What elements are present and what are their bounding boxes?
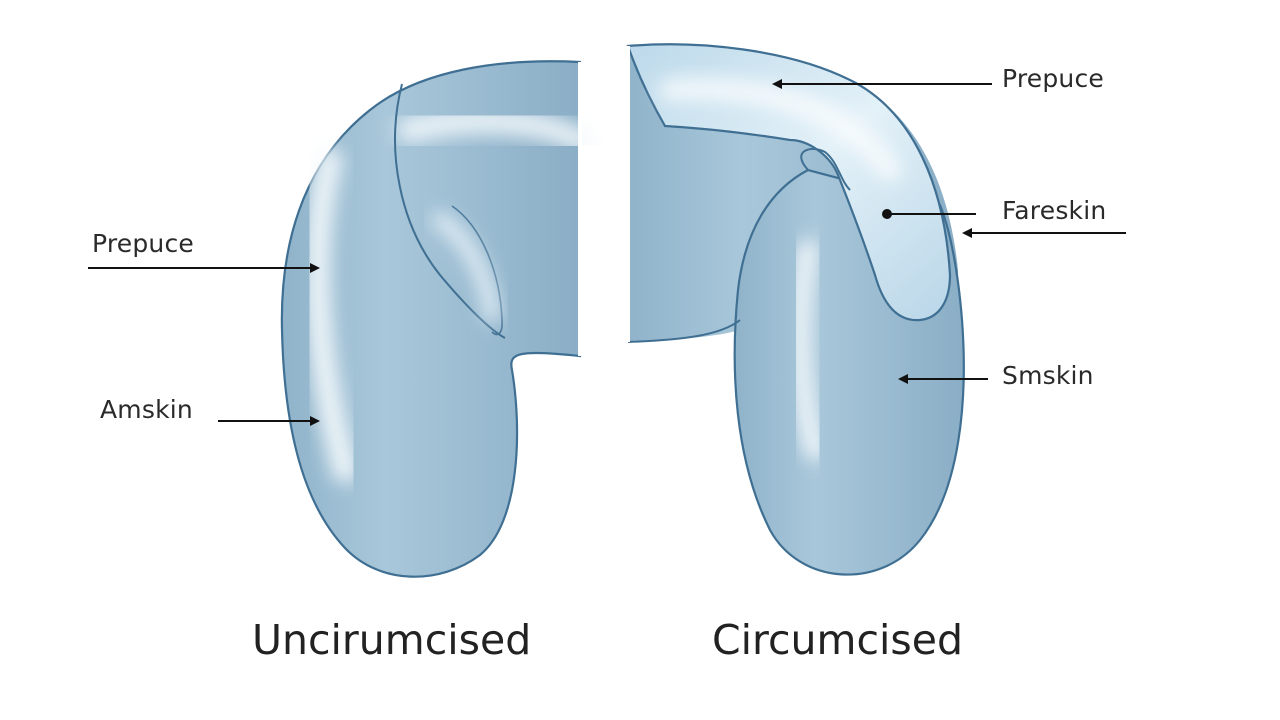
caption-uncircumcised: Uncirumcised xyxy=(252,616,532,664)
uncircumcised-prepuce-fold xyxy=(394,83,506,339)
leader-lines xyxy=(88,79,1126,426)
uncircumcised-shape xyxy=(280,60,593,578)
uncircumcised-body xyxy=(280,60,582,578)
label-right-smskin: Smskin xyxy=(1002,361,1094,390)
label-right-fareskin: Fareskin xyxy=(1002,196,1107,225)
label-left-amskin: Amskin xyxy=(100,395,193,424)
label-right-prepuce: Prepuce xyxy=(1002,64,1104,93)
circumcised-shape xyxy=(626,43,965,576)
label-left-prepuce: Prepuce xyxy=(92,229,194,258)
caption-circumcised: Circumcised xyxy=(712,616,963,664)
circumcised-prepuce-cap xyxy=(626,43,952,322)
